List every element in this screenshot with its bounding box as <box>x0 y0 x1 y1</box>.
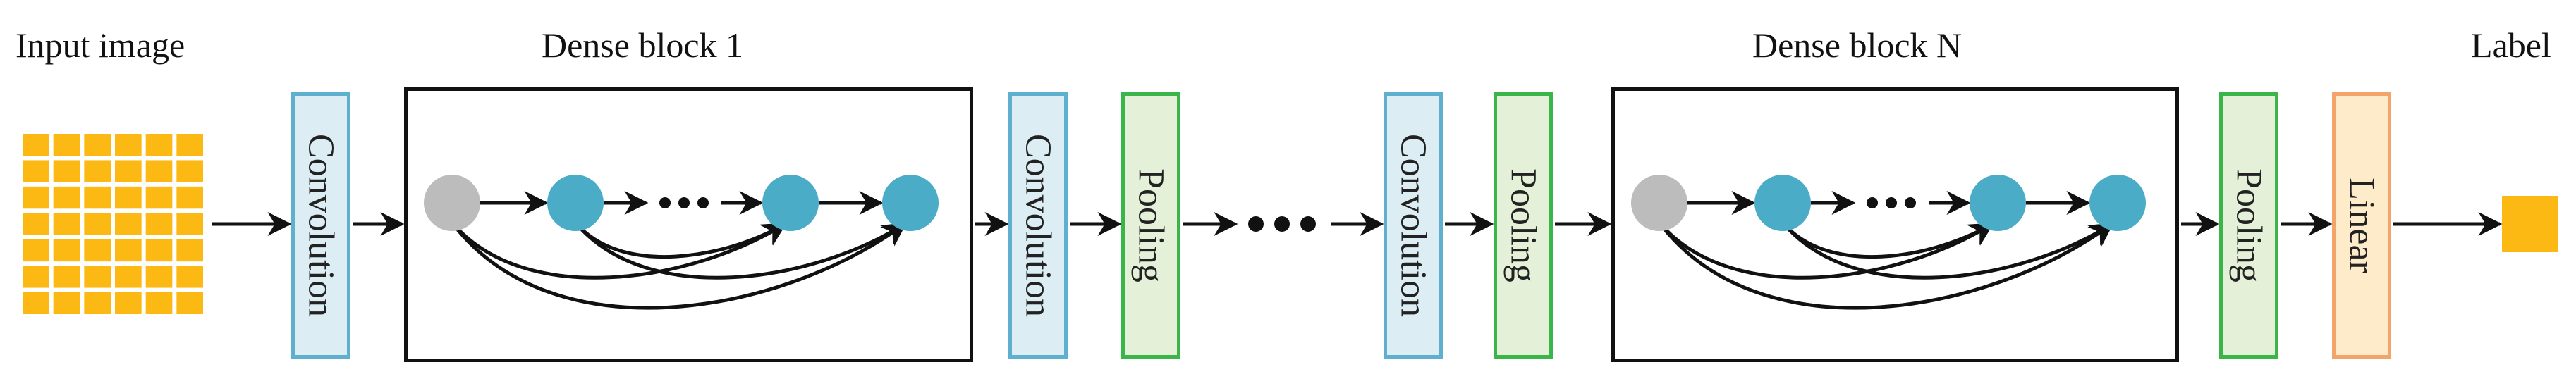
ellipsis-dot <box>678 197 690 208</box>
input-grid-cell <box>23 160 49 182</box>
convolution-layer-2: Convolution <box>1008 92 1068 359</box>
input-grid-cell <box>53 186 80 209</box>
input-node <box>424 175 480 231</box>
input-grid-cell <box>145 213 173 235</box>
input-node <box>1631 175 1687 231</box>
input-image-grid <box>23 134 203 314</box>
dense-block-n <box>1611 87 2179 362</box>
skip-connection-arrow <box>574 221 907 280</box>
pooling-layer-3: Pooling <box>2219 92 2278 359</box>
skip-connection-arrow <box>1781 221 2114 280</box>
input-grid-cell <box>53 160 80 182</box>
input-grid-cell <box>176 266 203 288</box>
input-grid-cell <box>115 134 142 156</box>
input-grid-cell <box>115 266 142 288</box>
input-grid-cell <box>53 134 80 156</box>
input-grid-cell <box>115 213 142 235</box>
input-grid-cell <box>23 213 49 235</box>
input-grid-cell <box>115 239 142 262</box>
input-grid-cell <box>84 239 111 262</box>
dense-block-1-caption: Dense block 1 <box>542 25 744 65</box>
input-grid-cell <box>176 186 203 209</box>
dense-block-n-internals <box>1631 175 2146 310</box>
input-grid-cell <box>84 266 111 288</box>
input-grid-cell <box>145 160 173 182</box>
dense-block-n-caption: Dense block N <box>1752 25 1962 65</box>
feature-node <box>1754 175 1811 231</box>
feature-node <box>547 175 604 231</box>
input-grid-cell <box>23 134 49 156</box>
ellipsis-dot <box>1867 197 1878 208</box>
skip-connection-arrow <box>1658 221 2114 310</box>
input-grid-cell <box>115 160 142 182</box>
input-grid-cell <box>176 134 203 156</box>
output-label-square <box>2502 196 2558 252</box>
input-grid-cell <box>53 213 80 235</box>
input-image-caption: Input image <box>16 25 185 65</box>
input-grid-cell <box>145 134 173 156</box>
feature-node <box>1970 175 2026 231</box>
input-grid-cell <box>23 186 49 209</box>
input-grid-cell <box>53 239 80 262</box>
input-grid-cell <box>84 186 111 209</box>
skip-connection-arrow <box>451 221 787 280</box>
stage-ellipsis <box>1248 216 1316 232</box>
feature-node <box>762 175 819 231</box>
skip-connection-arrow <box>1781 221 1994 259</box>
feature-node <box>882 175 939 231</box>
linear-layer: Linear <box>2332 92 2391 359</box>
ellipsis-dot <box>1905 197 1916 208</box>
skip-connection-arrow <box>1658 221 1994 280</box>
input-grid-cell <box>84 160 111 182</box>
skip-connection-arrow <box>574 221 787 259</box>
convolution-layer-3: Convolution <box>1384 92 1443 359</box>
input-grid-cell <box>23 266 49 288</box>
input-grid-cell <box>23 239 49 262</box>
input-grid-cell <box>53 266 80 288</box>
input-grid-cell <box>176 160 203 182</box>
input-grid-cell <box>176 292 203 314</box>
input-grid-cell <box>84 134 111 156</box>
input-grid-cell <box>145 292 173 314</box>
input-grid-cell <box>53 292 80 314</box>
input-grid-cell <box>176 213 203 235</box>
convolution-layer-1: Convolution <box>291 92 350 359</box>
input-grid-cell <box>115 186 142 209</box>
input-grid-cell <box>145 266 173 288</box>
ellipsis-dot <box>697 197 709 208</box>
input-grid-cell <box>176 239 203 262</box>
input-grid-cell <box>145 239 173 262</box>
pooling-layer-1: Pooling <box>1121 92 1180 359</box>
input-grid-cell <box>84 213 111 235</box>
input-grid-cell <box>23 292 49 314</box>
input-grid-cell <box>84 292 111 314</box>
skip-connection-arrow <box>451 221 907 310</box>
dense-block-1-internals <box>424 175 939 310</box>
input-grid-cell <box>145 186 173 209</box>
label-caption: Label <box>2471 25 2551 65</box>
pooling-layer-2: Pooling <box>1494 92 1553 359</box>
ellipsis-dot <box>659 197 671 208</box>
dense-block-1 <box>404 87 973 362</box>
ellipsis-dot <box>1886 197 1897 208</box>
input-grid-cell <box>115 292 142 314</box>
feature-node <box>2089 175 2146 231</box>
